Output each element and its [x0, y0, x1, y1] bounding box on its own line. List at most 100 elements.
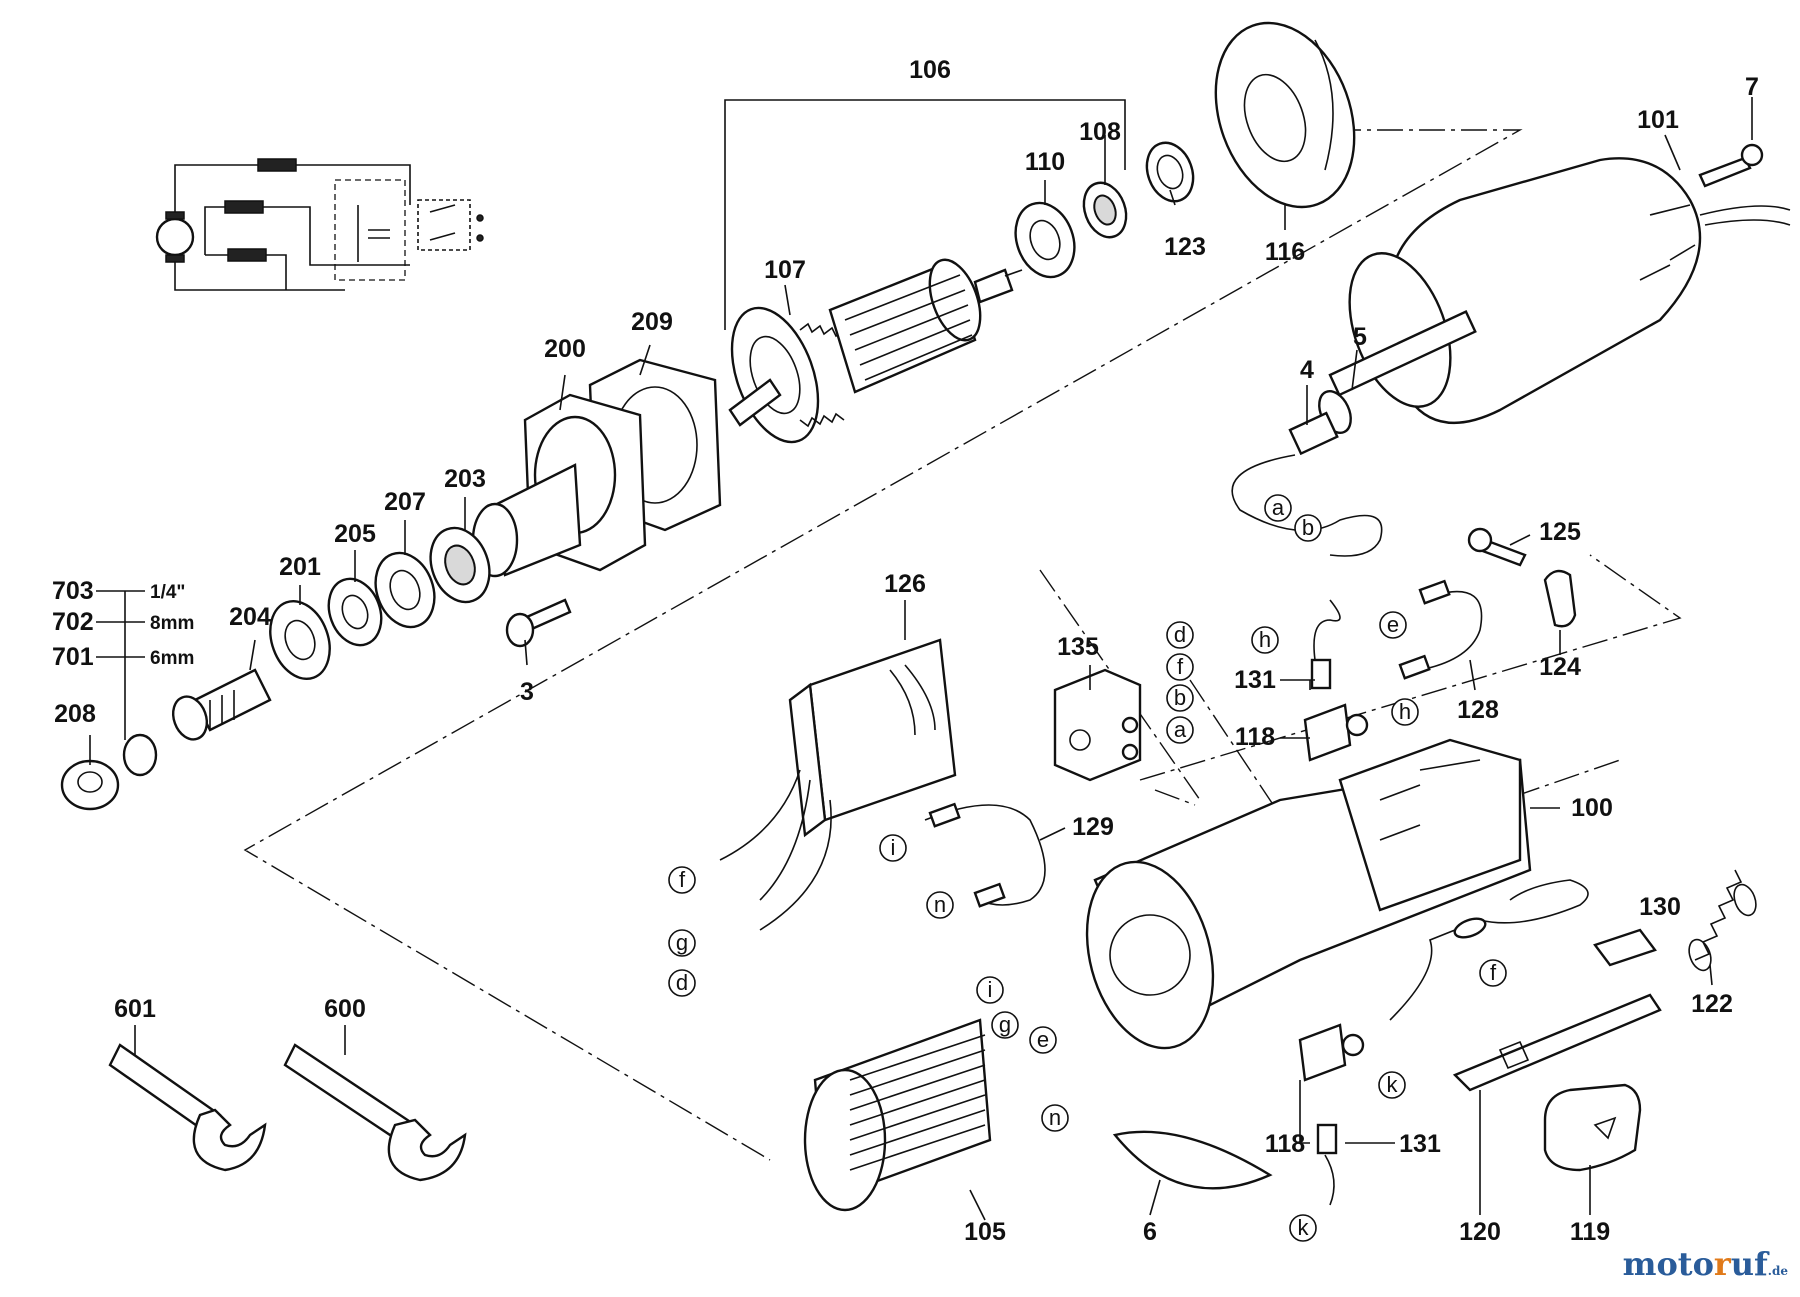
label-118-bottom: 118 — [1265, 1130, 1305, 1158]
electronic-module-126 — [719, 638, 957, 931]
spring-122 — [1688, 869, 1757, 972]
svg-text:a: a — [1174, 717, 1187, 742]
connector-h-holder: h — [1391, 698, 1419, 726]
motoruf-watermark-logo: motoruf.de — [1622, 1245, 1788, 1283]
label-107: 107 — [764, 256, 806, 284]
svg-text:n: n — [934, 892, 946, 917]
label-601: 601 — [114, 995, 156, 1023]
wiring-schematic — [155, 158, 484, 291]
brush-131-top — [1310, 599, 1341, 690]
leader-lines — [89, 97, 1753, 1221]
stator-105 — [803, 1018, 992, 1212]
cover-6 — [1112, 1130, 1273, 1190]
svg-text:d: d — [1174, 622, 1186, 647]
spindle-204 — [171, 668, 272, 741]
connector-f-wire130: f — [1479, 959, 1507, 987]
svg-text:b: b — [1302, 515, 1314, 540]
label-108: 108 — [1079, 118, 1121, 146]
label-128: 128 — [1457, 696, 1499, 724]
screw-125 — [1467, 527, 1527, 567]
gear-housing-100 — [1085, 738, 1532, 1050]
washer-205 — [327, 577, 383, 647]
label-209: 209 — [631, 308, 673, 336]
connector-g-module: g — [668, 929, 696, 957]
label-702: 702 — [52, 608, 94, 636]
label-131-bottom: 131 — [1399, 1130, 1441, 1158]
wrench-601 — [108, 1043, 267, 1172]
svg-text:k: k — [1298, 1215, 1310, 1240]
connector-i-wire: i — [879, 834, 907, 862]
label-205: 205 — [334, 520, 376, 548]
label-101: 101 — [1637, 106, 1679, 134]
label-130: 130 — [1639, 893, 1681, 921]
label-3: 3 — [520, 678, 534, 706]
label-118-top: 118 — [1235, 723, 1275, 751]
connector-f-module: f — [668, 866, 696, 894]
motor-housing-101 — [1348, 143, 1791, 425]
size-8mm: 8mm — [150, 613, 194, 634]
connector-h-brush-wire: h — [1251, 626, 1279, 654]
connector-b-switch: b — [1166, 684, 1194, 712]
svg-text:e: e — [1037, 1027, 1049, 1052]
baffle-ring-116 — [1214, 21, 1356, 209]
connector-g-stator: g — [991, 1011, 1019, 1039]
svg-text:k: k — [1387, 1072, 1399, 1097]
connector-n-wire: n — [926, 891, 954, 919]
collet-and-nut — [60, 733, 158, 811]
label-4: 4 — [1300, 356, 1314, 384]
wrench-600 — [283, 1043, 467, 1182]
connector-e-stator: e — [1029, 1026, 1057, 1054]
label-126: 126 — [884, 570, 926, 598]
label-131-top: 131 — [1234, 666, 1276, 694]
label-106: 106 — [909, 56, 951, 84]
connector-a-brush: a — [1264, 494, 1292, 522]
brush-131-bottom — [1316, 1123, 1338, 1206]
label-119: 119 — [1570, 1218, 1610, 1246]
svg-text:b: b — [1174, 685, 1186, 710]
connector-markers: a b d f b a h e h f g d i n i g e n f k … — [668, 494, 1507, 1242]
connector-n-stator: n — [1041, 1104, 1069, 1132]
svg-text:i: i — [891, 835, 896, 860]
svg-text:f: f — [679, 867, 686, 892]
flange-200 — [471, 393, 647, 578]
switch-135 — [1053, 668, 1142, 782]
size-1-4-inch: 1/4" — [150, 582, 185, 603]
wire-128 — [1398, 579, 1483, 680]
switch-button-119 — [1543, 1083, 1642, 1172]
label-105: 105 — [964, 1218, 1006, 1246]
label-703: 703 — [52, 577, 94, 605]
switch-slider-120 — [1452, 928, 1662, 1092]
label-5: 5 — [1353, 323, 1367, 351]
label-100: 100 — [1571, 794, 1613, 822]
svg-text:i: i — [988, 977, 993, 1002]
svg-text:h: h — [1399, 699, 1411, 724]
label-110: 110 — [1025, 148, 1065, 176]
label-204: 204 — [229, 603, 271, 631]
connector-f-switch: f — [1166, 653, 1194, 681]
wire-129 — [924, 802, 1046, 908]
label-123: 123 — [1164, 233, 1206, 261]
label-207: 207 — [384, 488, 426, 516]
connector-b-brush: b — [1294, 514, 1322, 542]
label-203: 203 — [444, 465, 486, 493]
wire-130 — [1389, 879, 1589, 1021]
connector-i-stator: i — [976, 976, 1004, 1004]
ring-201 — [269, 600, 331, 680]
svg-text:a: a — [1272, 495, 1285, 520]
label-600: 600 — [324, 995, 366, 1023]
part-number-labels: 106 7 101 108 110 123 116 107 209 200 4 … — [52, 56, 1759, 1246]
connector-d-module: d — [668, 969, 696, 997]
label-116: 116 — [1265, 238, 1305, 266]
label-7: 7 — [1745, 73, 1759, 101]
label-124: 124 — [1539, 653, 1581, 681]
connector-k-brush: k — [1289, 1214, 1317, 1242]
armature-assembly-106 — [724, 99, 1195, 444]
svg-text:e: e — [1387, 612, 1399, 637]
svg-text:d: d — [676, 970, 688, 995]
svg-text:g: g — [999, 1012, 1011, 1037]
screw-3 — [505, 598, 572, 648]
size-6mm: 6mm — [150, 648, 194, 669]
bearing-203 — [429, 526, 491, 604]
label-129: 129 — [1072, 813, 1114, 841]
label-6: 6 — [1143, 1218, 1157, 1246]
